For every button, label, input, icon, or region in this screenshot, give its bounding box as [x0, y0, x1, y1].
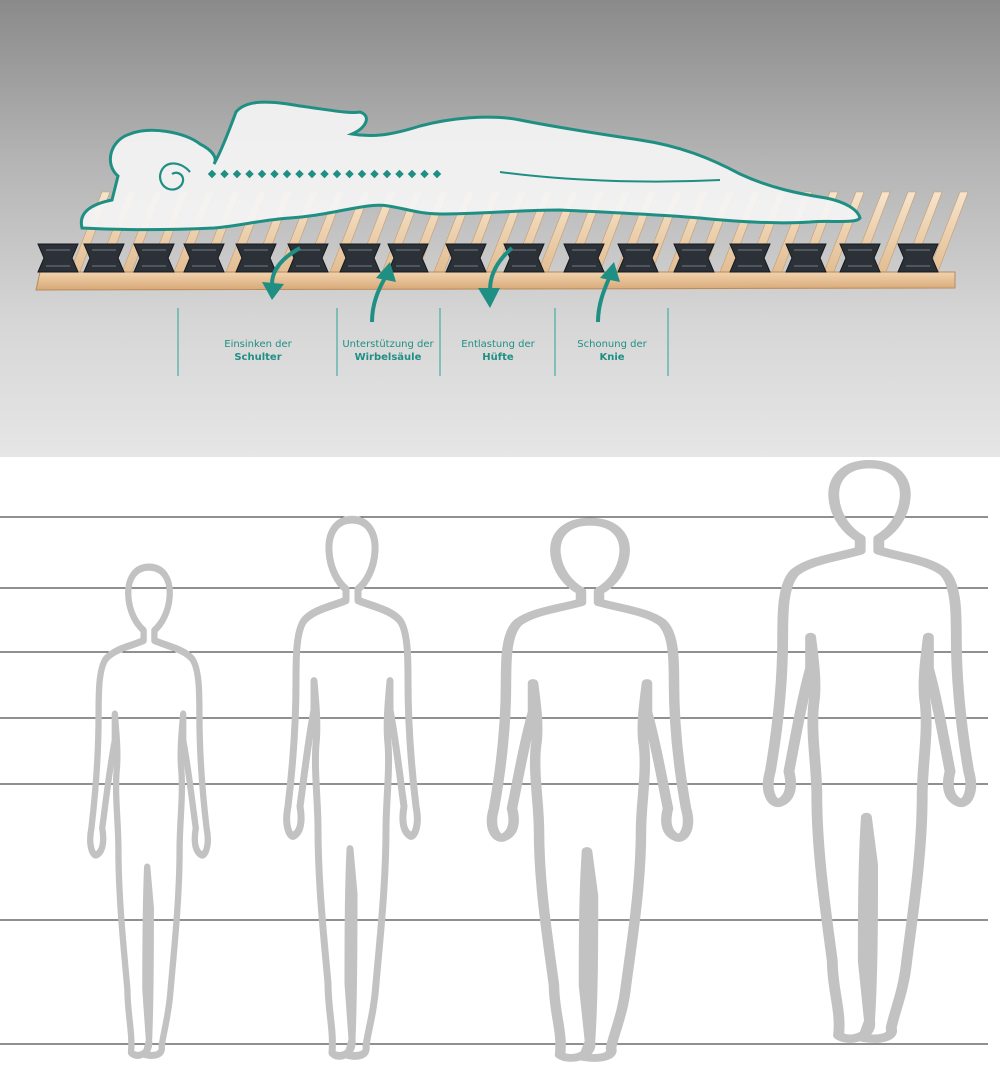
slat-cap: [503, 243, 545, 273]
ear-swirl-icon: [158, 162, 191, 191]
zone-label-line: Einsinken der: [224, 339, 292, 350]
zone-label-line: Unterstützung der: [342, 339, 434, 350]
slat-cap: [83, 243, 125, 273]
spine-dot: [395, 169, 404, 179]
spine-dot: [257, 169, 267, 179]
zone-label-bold: Wirbelsäule: [354, 352, 422, 363]
spine-dot: [345, 169, 354, 179]
zone-label-knee: Schonung der Knie: [560, 338, 664, 364]
arrow-down-icon: [262, 246, 301, 300]
zone-label-line: Schonung der: [577, 339, 647, 350]
spine-dot: [320, 169, 329, 179]
spine-dot: [332, 169, 342, 179]
slat-cap: [287, 243, 329, 273]
slat-cap: [133, 243, 175, 273]
zone-label-shoulder: Einsinken der Schulter: [200, 338, 316, 364]
human-silhouette-large: [492, 522, 688, 1058]
zone-label-bold: Knie: [599, 352, 625, 363]
slat-cap: [387, 243, 429, 273]
human-silhouette-small: [90, 567, 208, 1055]
spine-dots: [207, 169, 442, 179]
slat-cap: [235, 243, 277, 273]
height-guide-lines: [0, 516, 988, 1045]
spine-dot: [420, 169, 429, 179]
zone-label-line: Entlastung der: [461, 339, 535, 350]
slat-cap: [563, 243, 605, 273]
frame-rail: [35, 271, 956, 291]
spine-dot: [307, 169, 317, 179]
arrow-up-icon: [596, 262, 620, 323]
slat-cap: [785, 243, 827, 273]
zone-label-bold: Hüfte: [482, 352, 514, 363]
zone-separators: [177, 308, 669, 376]
slat-cap: [617, 243, 659, 273]
spine-dot: [282, 169, 292, 179]
spine-dot: [232, 169, 242, 179]
arm-line: [499, 171, 721, 183]
arrow-down-icon: [478, 246, 514, 308]
spine-dot: [295, 169, 304, 179]
slatted-frame-panel: Einsinken der Schulter Unterstützung der…: [0, 0, 1000, 457]
zone-label-hip: Entlastung der Hüfte: [446, 338, 550, 364]
spine-dot: [270, 169, 279, 179]
slat-cap: [183, 243, 225, 273]
human-silhouette-xlarge: [768, 464, 970, 1038]
body-height-panel: [0, 457, 1000, 1067]
slat-caps: [37, 243, 939, 273]
zone-label-spine: Unterstützung der Wirbelsäule: [332, 338, 444, 364]
human-silhouette-medium: [287, 520, 418, 1056]
slat-cap: [729, 243, 771, 273]
spine-dot: [220, 169, 229, 179]
slat-cap: [839, 243, 881, 273]
body-height-graphic: [0, 457, 988, 1067]
spine-dot: [382, 169, 392, 179]
slat-cap: [37, 243, 79, 273]
spine-dot: [432, 169, 442, 179]
slatted-frame-graphic: [35, 100, 969, 376]
slat-cap: [339, 243, 381, 273]
sleeping-body-outline: [79, 100, 862, 231]
spine-dot: [357, 169, 367, 179]
slat-cap: [897, 243, 939, 273]
spine-dot: [207, 169, 217, 179]
slat-cap: [445, 243, 487, 273]
arrow-up-icon: [370, 262, 396, 323]
slat-cap: [673, 243, 715, 273]
zone-label-bold: Schulter: [234, 352, 282, 363]
spine-dot: [370, 169, 379, 179]
spine-dot: [407, 169, 417, 179]
spine-dot: [245, 169, 254, 179]
